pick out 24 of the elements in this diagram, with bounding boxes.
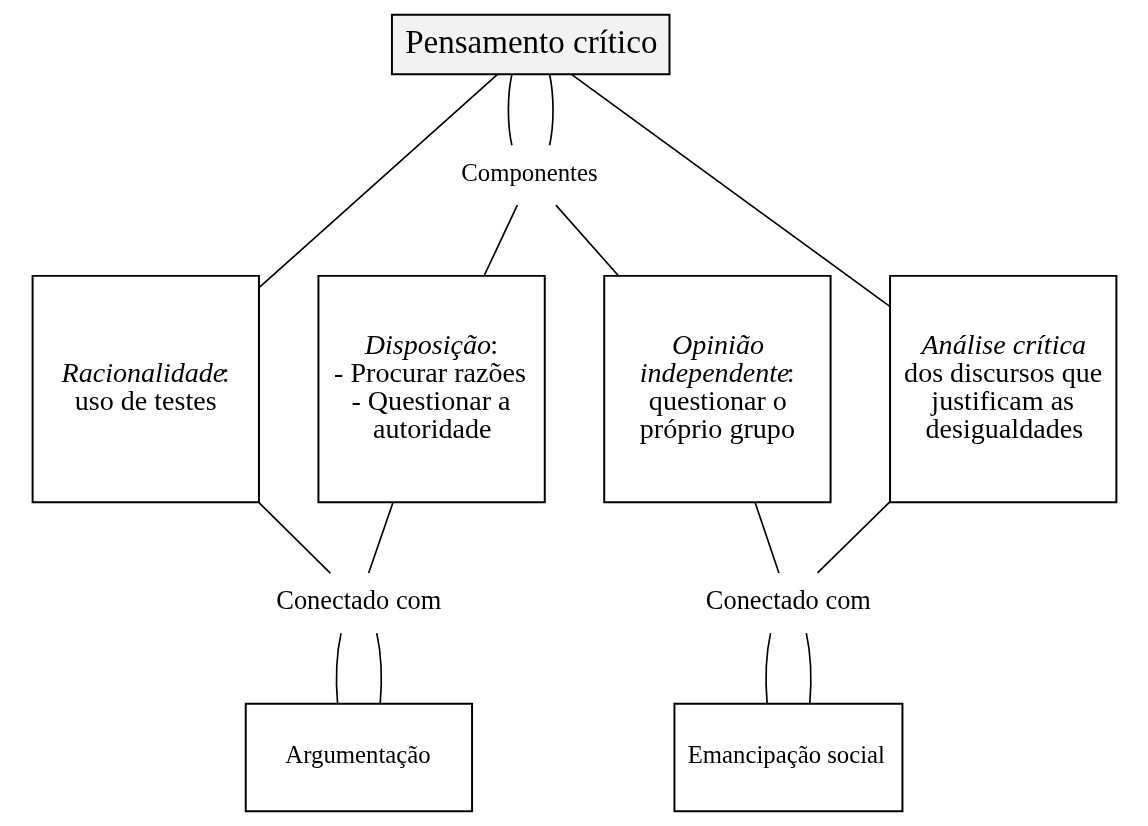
connector [258, 73, 498, 289]
connector [367, 502, 394, 574]
connector [507, 73, 513, 147]
connector [570, 73, 891, 308]
connector [764, 632, 771, 705]
connector [753, 502, 780, 574]
node-box: Emancipação social [672, 702, 903, 813]
connector [805, 632, 812, 705]
connector [548, 73, 554, 147]
node-text: Componentes [460, 158, 598, 186]
connector [816, 501, 890, 574]
node-box: Pensamento crítico [390, 13, 670, 76]
node-box: Análise crítica dos discursos que justificam as desigualdades [888, 274, 1117, 504]
connector [554, 204, 619, 277]
node-box: Disposição: - Procurar razões - Questionar a autoridade [316, 274, 546, 504]
node-box: Opinião independente: questionar o próprio grupo [602, 274, 832, 504]
node-box: Argumentação [244, 702, 473, 813]
connector [335, 632, 342, 705]
node-text: Conectado com [705, 585, 871, 616]
node-box: Racionalidade: uso de testes [31, 274, 260, 504]
connector [257, 502, 331, 574]
connector [482, 204, 518, 277]
node-text: Conectado com [275, 585, 441, 616]
connector [375, 632, 382, 705]
